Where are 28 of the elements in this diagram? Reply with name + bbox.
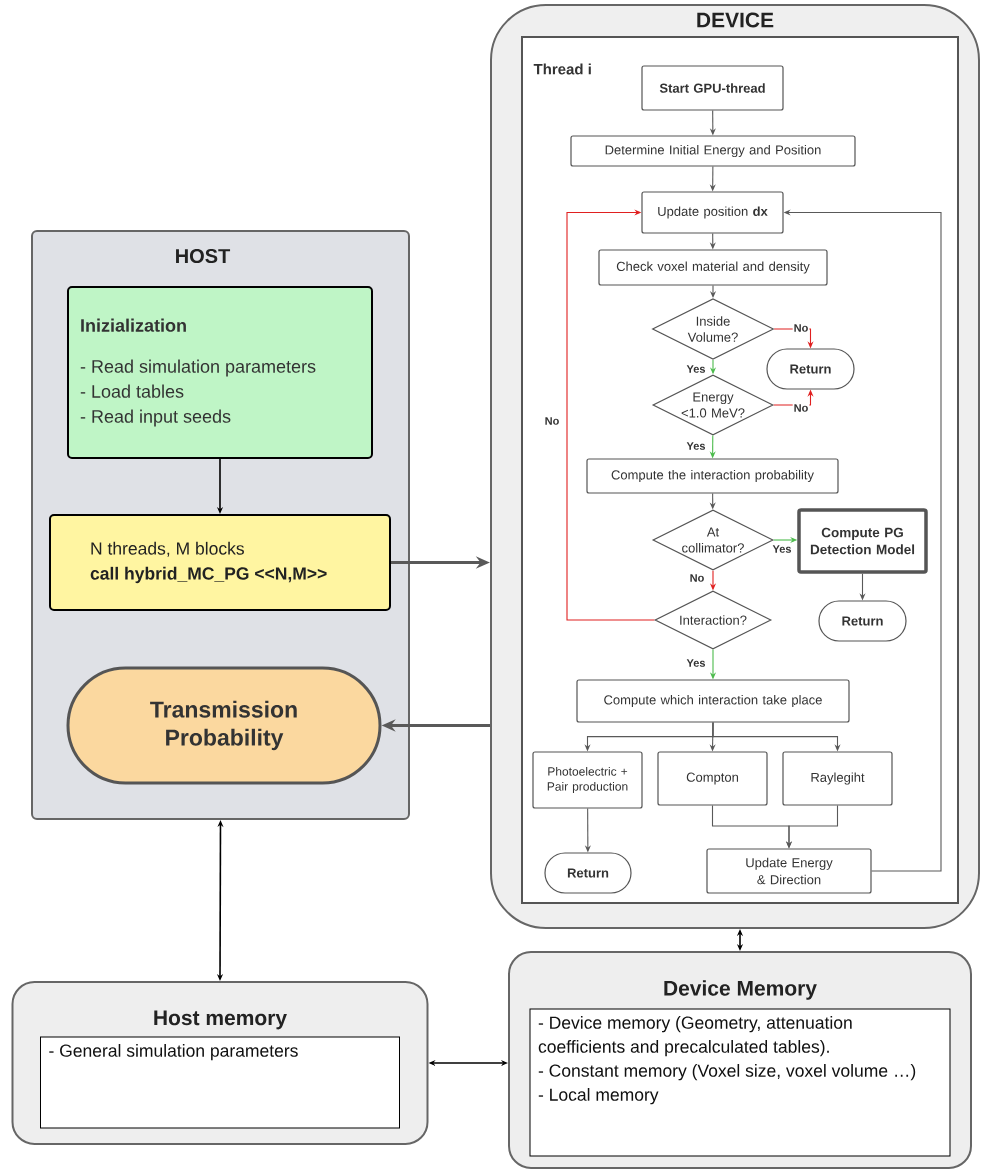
terminal-box: Transmission Probability — [66, 666, 382, 785]
arrow — [566, 209, 655, 621]
process-box: Raylegiht — [782, 751, 893, 806]
process-box: Compute PG Detection Model — [797, 508, 928, 574]
edge-label: No — [792, 323, 810, 333]
terminal-box: Return — [544, 852, 632, 894]
process-box: Photoelectric + Pair production — [532, 751, 643, 809]
edge-label: Yes — [685, 441, 707, 451]
process-box: Inizialization - Read simulation parameters - Load tables - Read input seeds — [67, 286, 373, 459]
memory-box: - Device memory (Geometry, attenuation coefficients and precalculated tables). - Constant memory (Voxel size, voxel volume …) - Local memory — [529, 1008, 951, 1157]
edge-label: No — [792, 403, 810, 413]
process-box: Determine Initial Energy and Position — [570, 135, 856, 167]
process-box: Compute which interaction take place — [576, 679, 850, 723]
process-box: Update position dx — [641, 191, 784, 234]
edge-label: Yes — [685, 364, 707, 374]
process-box: Compute the interaction probability — [586, 458, 839, 494]
process-box: N threads, M blocks call hybrid_MC_PG <<N,M>> — [49, 514, 391, 611]
edge-label: No — [688, 573, 706, 583]
arrow — [736, 929, 744, 951]
edge-label: No — [543, 416, 561, 426]
process-box: Compton — [657, 751, 768, 806]
terminal-box: Return — [818, 600, 907, 642]
memory-box: - General simulation parameters — [40, 1036, 400, 1129]
edge-label: Yes — [685, 658, 707, 668]
process-box: Check voxel material and density — [598, 249, 828, 286]
process-box: Start GPU-thread — [641, 65, 784, 111]
terminal-box: Return — [766, 348, 855, 390]
process-box: Update Energy & Direction — [706, 848, 872, 894]
